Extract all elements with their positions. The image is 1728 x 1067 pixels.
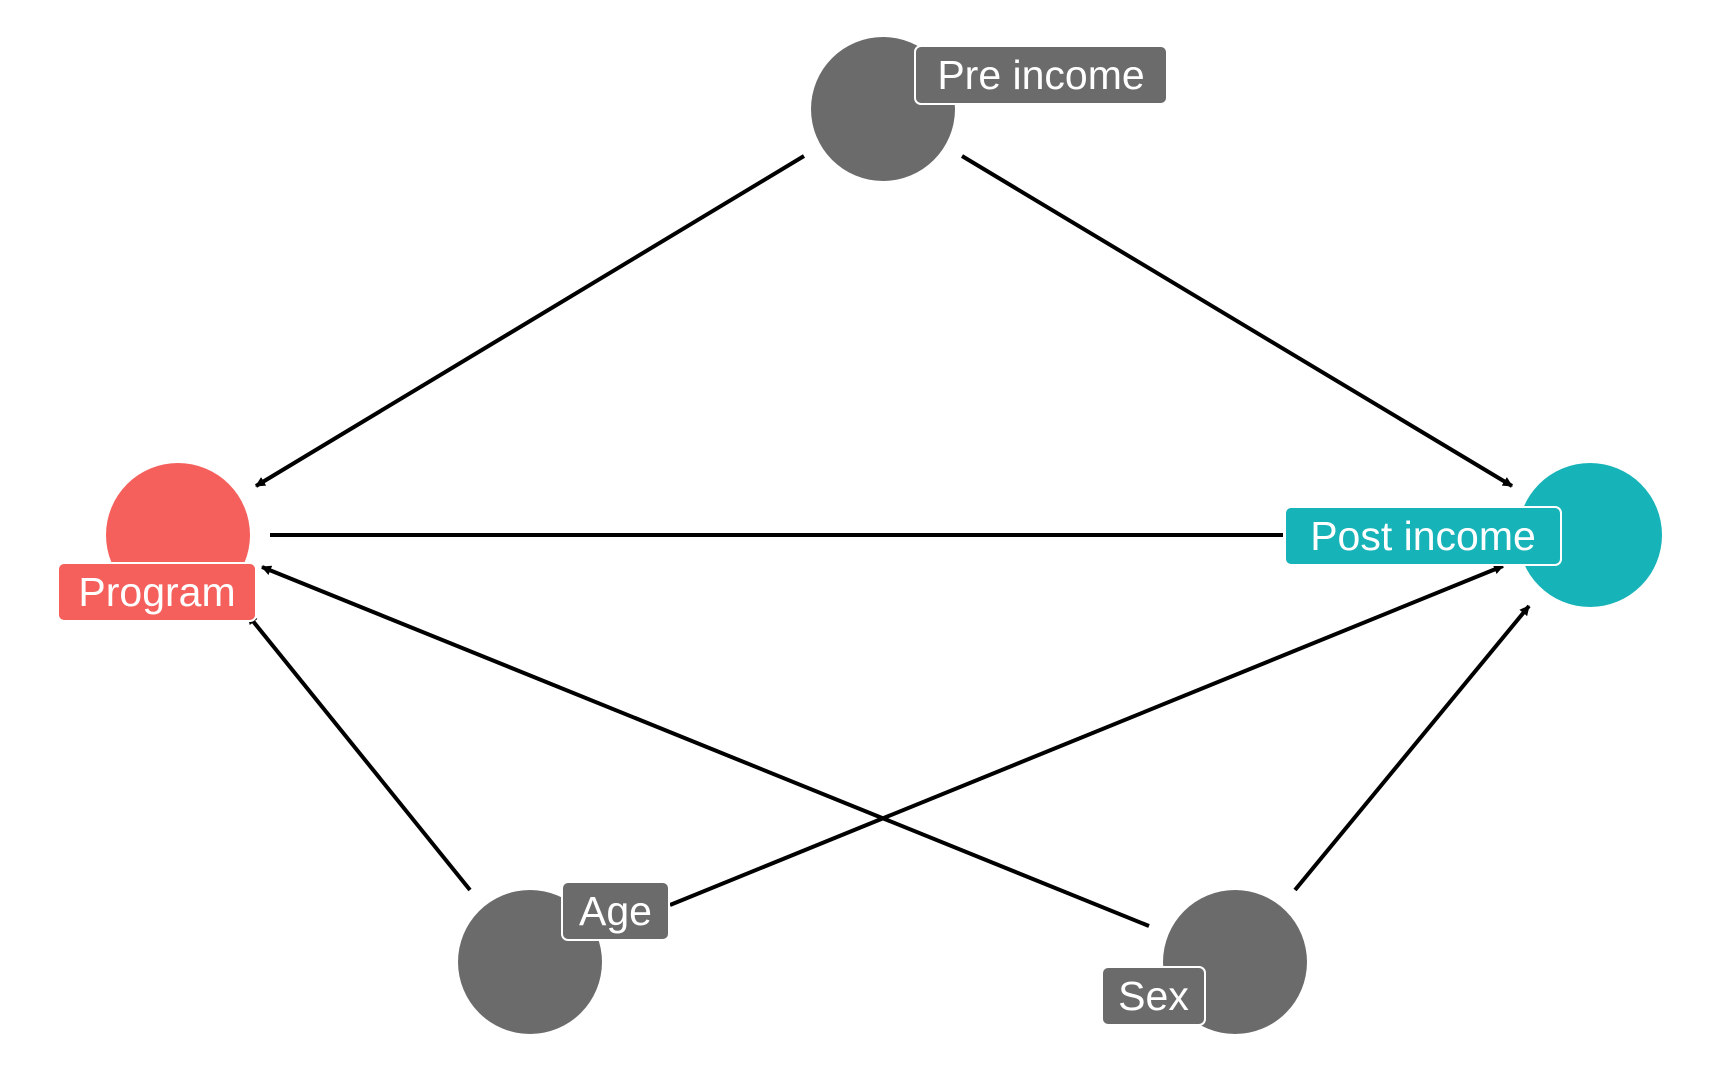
edge-sex-to-program <box>261 565 1150 928</box>
node-label-box-age <box>561 881 670 941</box>
node-label-box-sex <box>1101 966 1206 1026</box>
node-label-box-pre-income <box>914 45 1168 105</box>
node-label-program: Program <box>78 569 235 615</box>
edge-age-to-program <box>246 613 472 892</box>
edge-pre-income-to-post-income <box>960 154 1514 488</box>
edge-age-to-post-income <box>669 564 1504 907</box>
node-label-age: Age <box>579 888 652 934</box>
node-label-box-post-income <box>1284 506 1562 566</box>
node-label-sex: Sex <box>1118 973 1189 1019</box>
node-label-pre-income: Pre income <box>937 52 1144 98</box>
edge-layer <box>246 154 1531 928</box>
edge-sex-to-post-income <box>1293 604 1531 892</box>
node-label-post-income: Post income <box>1310 513 1536 559</box>
edge-pre-income-to-program <box>254 154 806 488</box>
node-post-income <box>1518 463 1662 607</box>
node-label-box-program <box>57 562 257 622</box>
